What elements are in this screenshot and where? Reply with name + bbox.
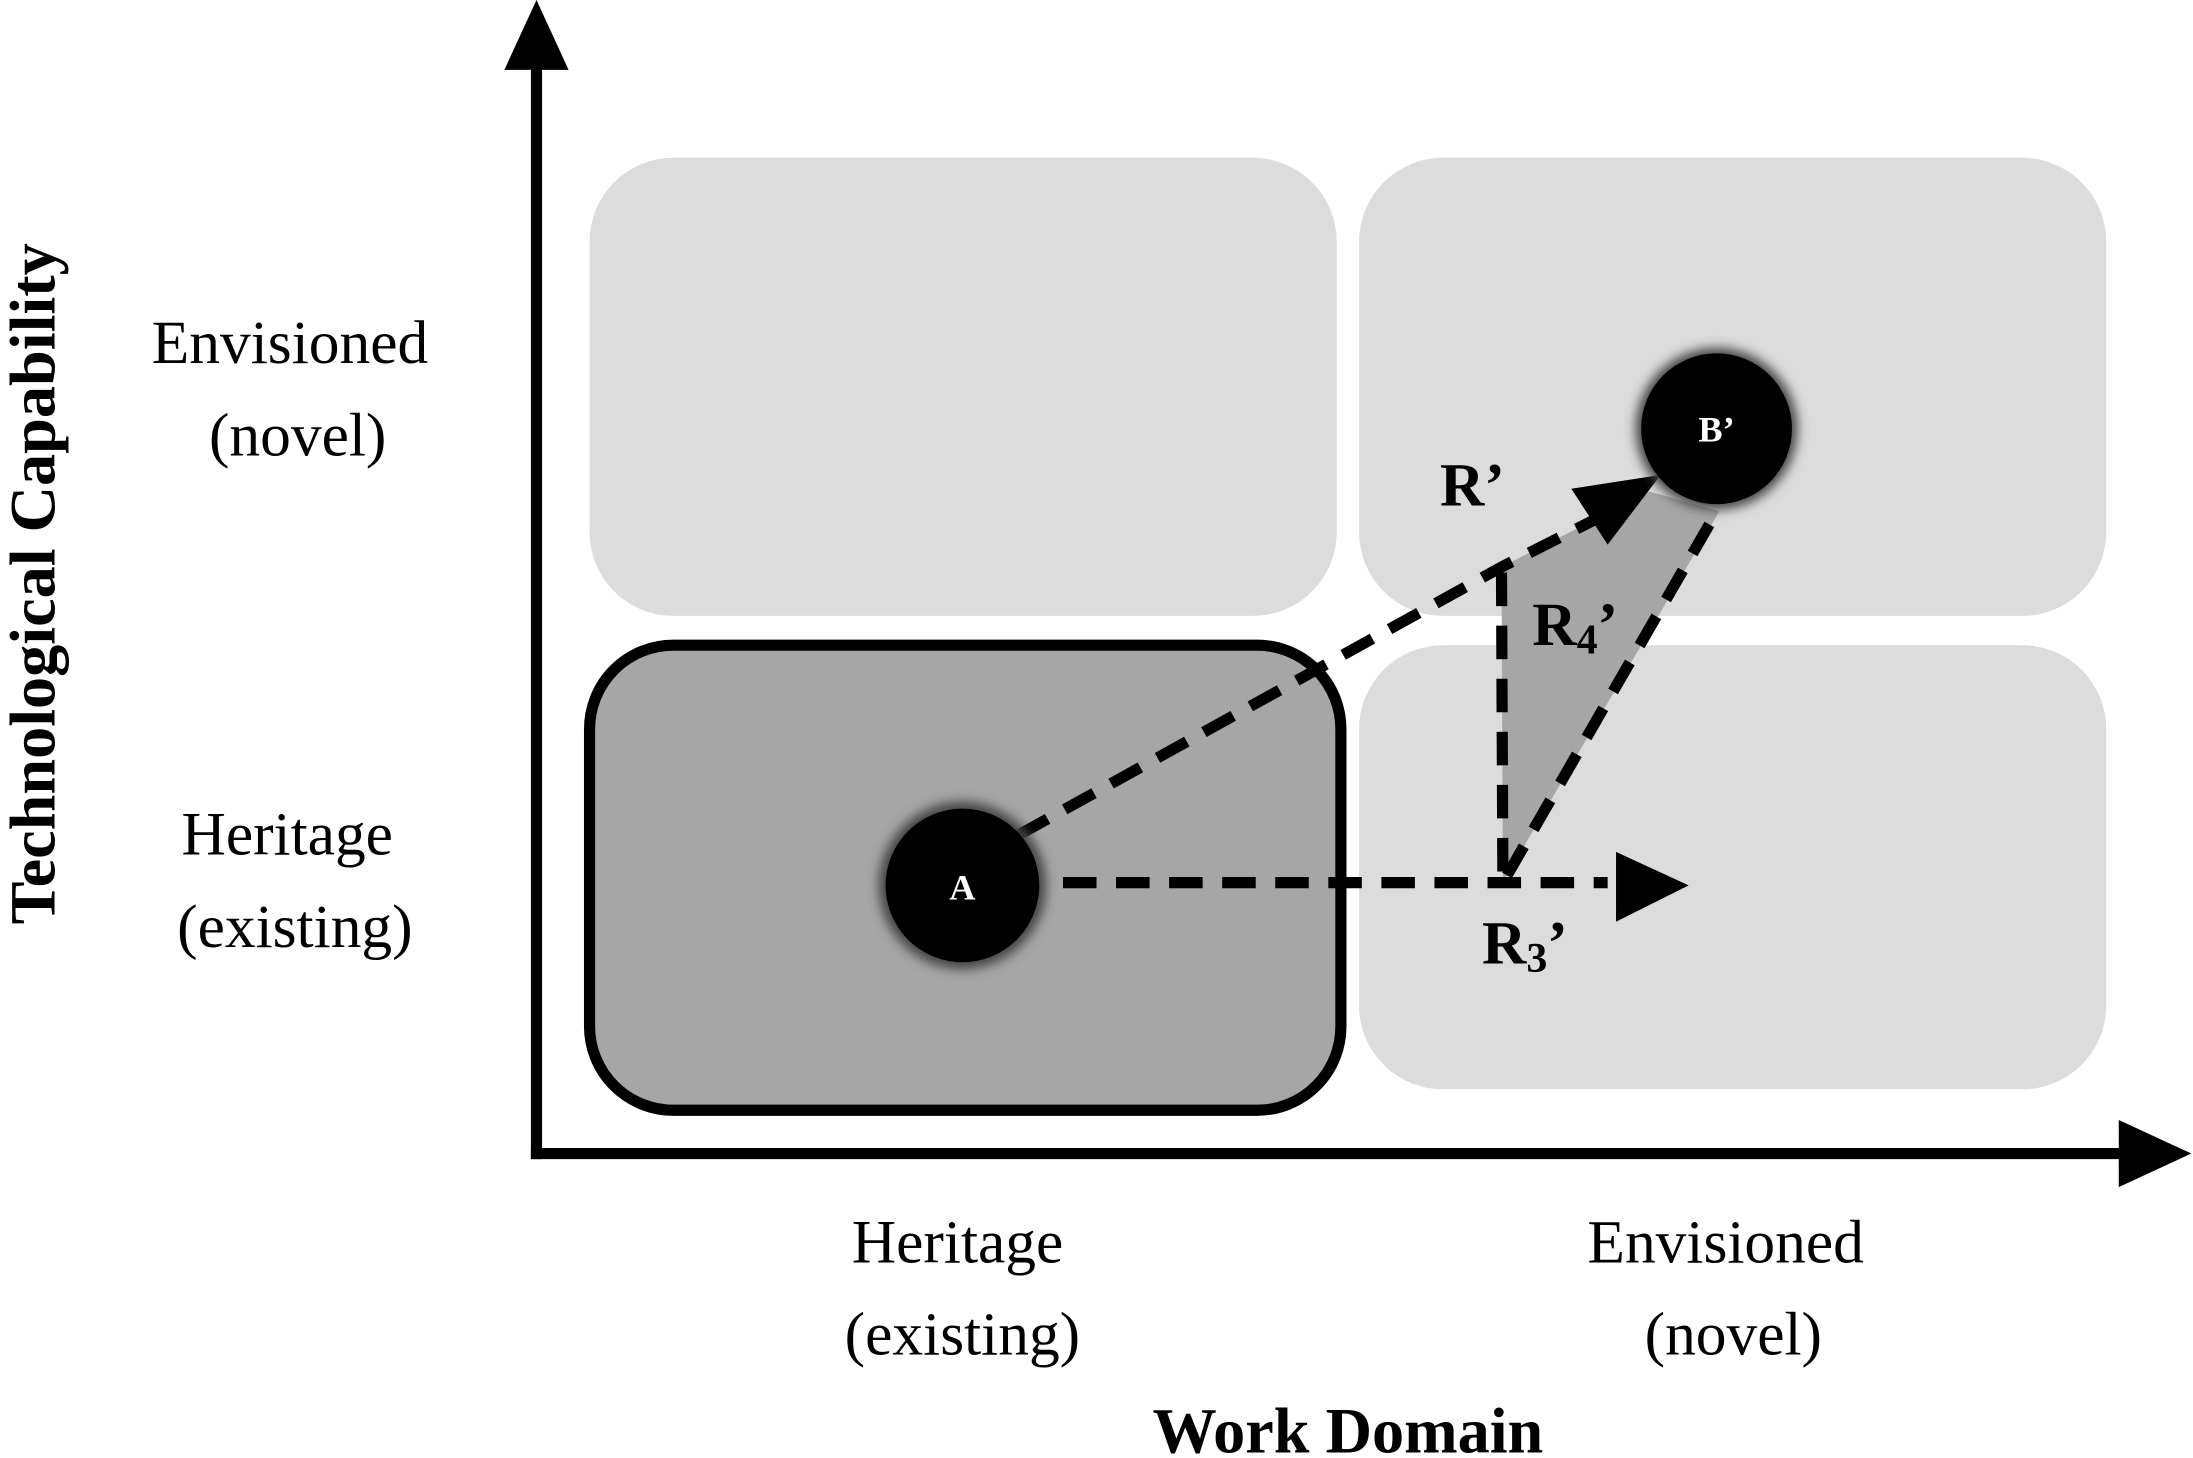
route-r-prime-arrowhead-icon bbox=[1571, 474, 1661, 545]
y-tick-envisioned: Envisioned (novel) bbox=[152, 309, 444, 469]
x-tick-heritage: Heritage (existing) bbox=[845, 1208, 1080, 1368]
y-axis-title: Technological Capability bbox=[0, 243, 69, 924]
x-axis-title: Work Domain bbox=[1152, 1395, 1543, 1458]
route-r4-path bbox=[1495, 513, 1719, 904]
node-b-label: B’ bbox=[1698, 409, 1734, 449]
quadrant-envisioned-heritage bbox=[1359, 645, 2107, 1090]
route-r-prime-label: R’ bbox=[1440, 452, 1505, 520]
y-tick-heritage: Heritage (existing) bbox=[177, 801, 412, 961]
quadrant-heritage-envisioned bbox=[589, 157, 1337, 616]
x-axis-arrow-icon bbox=[2118, 1120, 2192, 1188]
node-a-label: A bbox=[949, 867, 975, 907]
node-b-prime bbox=[1641, 353, 1792, 505]
route-r-prime-path bbox=[1015, 511, 1604, 841]
x-tick-envisioned: Envisioned (novel) bbox=[1587, 1208, 1879, 1368]
route-r3-arrowhead-icon bbox=[1616, 851, 1689, 922]
y-axis-arrow-icon bbox=[504, 0, 569, 70]
route-r4-label: R4’ bbox=[1532, 591, 1618, 663]
route-r3-label: R3’ bbox=[1482, 910, 1568, 982]
node-a bbox=[885, 808, 1040, 963]
